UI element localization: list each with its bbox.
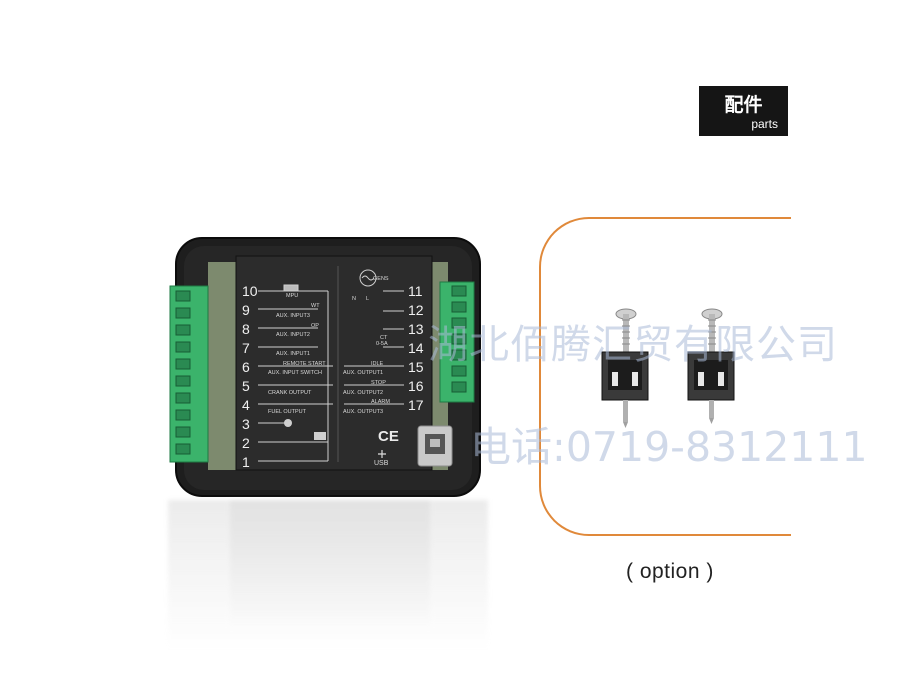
badge-subtitle: parts [751,117,778,131]
left-terminal-number: 8 [242,321,250,337]
left-terminal-number: 5 [242,378,250,394]
tag-stop: STOP [371,380,386,386]
left-terminal-number: 2 [242,435,250,451]
left-screw-slot [175,443,191,455]
tag-idle: IDLE [371,361,384,367]
label-crank-output: CRANK OUTPUT [268,390,312,396]
label-aux-output1: AUX. OUTPUT1 [343,370,383,376]
left-terminal-number: 7 [242,340,250,356]
left-screw-slot [175,341,191,353]
watermark-phone: 电话:0719-8312111 [470,423,868,471]
left-terminal-number: 1 [242,454,250,470]
right-terminal-number: 14 [408,340,424,356]
label-gens: GENS [373,276,389,282]
tag-alarm: ALARM [371,399,390,405]
label-ct-range: 0-5A [376,341,388,347]
label-fuel-output: FUEL OUTPUT [268,409,307,415]
badge-title: 配件 [724,94,763,116]
left-terminal-number: 10 [242,283,258,299]
left-screw-slot [175,409,191,421]
left-terminal-block [169,285,209,463]
mounting-clip-left [601,308,649,428]
left-screw-slot [175,290,191,302]
ce-mark: CE [378,428,399,445]
right-terminal-number: 12 [408,302,424,318]
label-aux-output3: AUX. OUTPUT3 [343,409,383,415]
label-aux-input3: AUX. INPUT3 [276,313,310,319]
right-screw-slot [451,301,467,313]
left-terminal-number: 4 [242,397,250,413]
right-screw-slot [451,381,467,393]
usb-label: USB [374,460,389,467]
label-aux-output2: AUX. OUTPUT2 [343,390,383,396]
mounting-clips [590,300,760,430]
right-terminal-number: 11 [408,283,423,299]
right-terminal-block [439,281,475,403]
tag-op: OP [311,323,319,329]
label-mpu: MPU [286,293,298,299]
right-screw-slot [451,333,467,345]
left-terminal-number: 9 [242,302,250,318]
right-terminal-number: 16 [408,378,424,394]
right-terminal-number: 15 [408,359,424,375]
left-screw-slot [175,392,191,404]
right-screw-slot [451,285,467,297]
label-aux-input2: AUX. INPUT2 [276,332,310,338]
left-screw-slot [175,358,191,370]
left-screw-slot [175,307,191,319]
label-ct: CT [380,335,388,341]
label-l: L [366,296,369,302]
label-aux-input1: AUX. INPUT1 [276,351,310,357]
label-aux-input-switch: AUX. INPUT SWITCH [268,370,322,376]
label-n: N [352,296,356,302]
parts-badge: 配件 parts [699,86,788,136]
left-screw-slot [175,324,191,336]
left-screw-slot [175,426,191,438]
right-terminal-number: 13 [408,321,424,337]
controller-rear-panel: 10 9 8 7 6 5 4 3 2 1 11 12 13 14 15 16 17 MPU AUX. INPU… [168,236,488,498]
mounting-clip-right [687,308,735,424]
tag-wt: WT [311,303,320,309]
tag-remote-start: REMOTE START [283,361,326,367]
right-screw-slot [451,365,467,377]
right-screw-slot [451,349,467,361]
left-terminal-number: 6 [242,359,250,375]
watermark-company: 湖北佰腾汇贸有限公司 [428,322,838,368]
left-terminal-number: 3 [242,416,250,432]
option-caption: ( option ) [626,560,714,583]
right-terminal-number: 17 [408,397,424,413]
option-bracket-outline [539,217,791,536]
left-screw-slot [175,375,191,387]
product-reflection [168,500,488,650]
right-screw-slot [451,317,467,329]
